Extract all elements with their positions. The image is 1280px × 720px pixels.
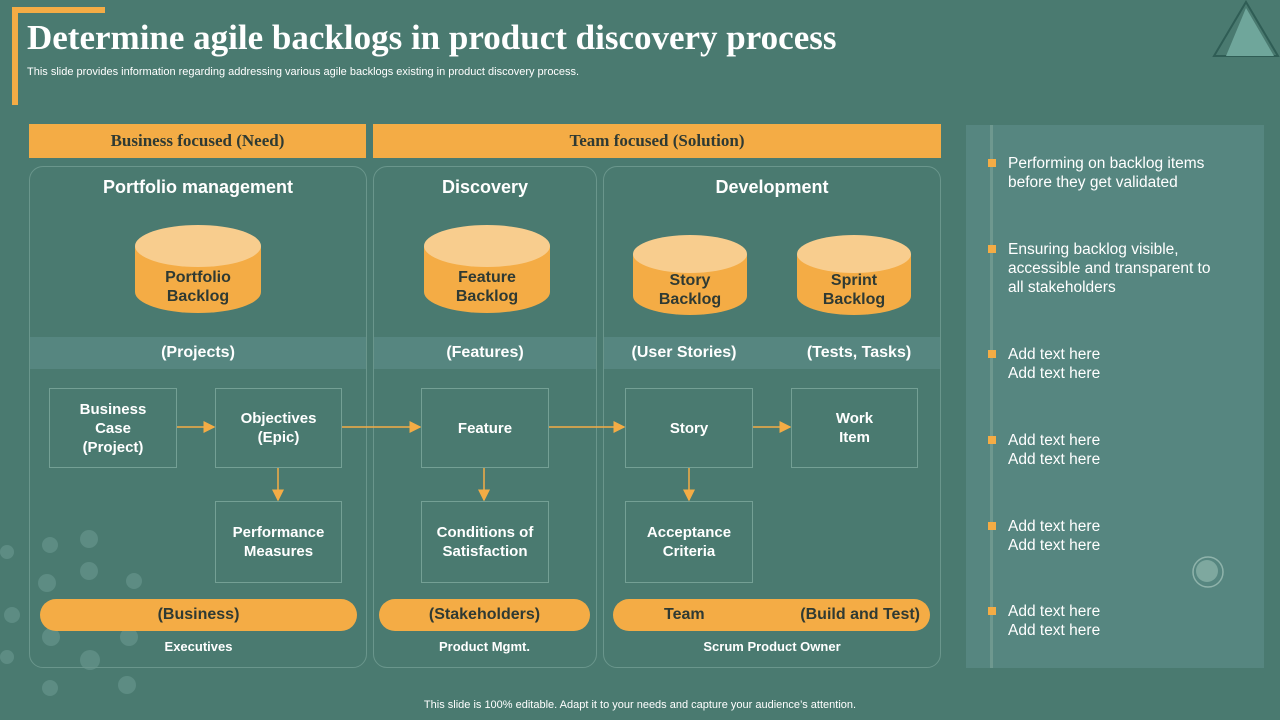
story-backlog-cylinder: Story Backlog bbox=[632, 234, 748, 316]
team-pill-label: Team bbox=[664, 606, 705, 623]
footer-note: This slide is 100% editable. Adapt it to… bbox=[423, 699, 857, 711]
projects-label: (Projects) bbox=[161, 344, 235, 361]
conditions-box: Conditions of Satisfaction bbox=[421, 501, 549, 583]
scrum-product-owner-label: Scrum Product Owner bbox=[703, 639, 841, 654]
cylinder-shape-icon bbox=[797, 235, 911, 315]
business-focused-banner: Business focused (Need) bbox=[29, 124, 366, 158]
side-bullet-text: Add text here Add text here bbox=[1008, 603, 1101, 639]
conditions-label: Conditions of Satisfaction bbox=[436, 524, 534, 560]
bullet-square-icon bbox=[988, 350, 996, 358]
story-box: Story bbox=[625, 388, 753, 468]
cylinder-shape-icon bbox=[633, 235, 747, 315]
business-case-box: Business Case (Project) bbox=[49, 388, 177, 468]
side-bullet-text: Add text here Add text here bbox=[1008, 518, 1101, 554]
feature-box: Feature bbox=[421, 388, 549, 468]
portfolio-backlog-cylinder: Portfolio Backlog bbox=[134, 224, 262, 314]
story-label: Story bbox=[669, 419, 709, 437]
discovery-heading: Discovery bbox=[441, 177, 529, 197]
tests-tasks-label: (Tests, Tasks) bbox=[806, 344, 912, 361]
feature-backlog-cylinder: Feature Backlog bbox=[423, 224, 551, 314]
business-case-label: Business Case (Project) bbox=[79, 400, 147, 456]
corner-accent-vertical bbox=[12, 7, 18, 105]
bullet-square-icon bbox=[988, 245, 996, 253]
product-mgmt-label: Product Mgmt. bbox=[439, 639, 530, 654]
feature-label: Feature bbox=[457, 419, 513, 437]
corner-accent-horizontal bbox=[12, 7, 105, 13]
side-panel-divider bbox=[990, 125, 993, 668]
side-bullet-4: Add text here Add text here bbox=[988, 431, 1228, 469]
development-band bbox=[604, 337, 940, 369]
business-focused-label: Business focused (Need) bbox=[110, 131, 285, 150]
cylinder-shape-icon bbox=[135, 225, 261, 313]
sprint-backlog-cylinder: Sprint Backlog bbox=[796, 234, 912, 316]
work-item-box: Work Item bbox=[791, 388, 918, 468]
feature-backlog-label: Feature Backlog bbox=[455, 269, 519, 305]
side-bullet-1: Performing on backlog items before they … bbox=[988, 154, 1228, 192]
side-bullet-text: Add text here Add text here bbox=[1008, 432, 1101, 468]
discovery-panel bbox=[373, 166, 597, 668]
portfolio-panel bbox=[29, 166, 367, 668]
portfolio-heading: Portfolio management bbox=[102, 177, 294, 197]
side-bullet-5: Add text here Add text here bbox=[988, 517, 1228, 555]
executives-label: Executives bbox=[164, 639, 233, 654]
business-pill-label: (Business) bbox=[157, 606, 240, 623]
features-label: (Features) bbox=[446, 344, 524, 361]
performance-measures-label: Performance Measures bbox=[232, 524, 325, 560]
acceptance-criteria-box: Acceptance Criteria bbox=[625, 501, 753, 583]
business-pill: (Business) bbox=[40, 599, 357, 631]
cylinder-shape-icon bbox=[424, 225, 550, 313]
portfolio-backlog-label: Portfolio Backlog bbox=[165, 269, 231, 305]
team-pill: Team (Build and Test) bbox=[613, 599, 930, 631]
side-bullet-6: Add text here Add text here bbox=[988, 602, 1228, 640]
side-bullet-text: Add text here Add text here bbox=[1008, 346, 1101, 382]
side-bullet-2: Ensuring backlog visible, accessible and… bbox=[988, 240, 1228, 297]
build-test-pill-label: (Build and Test) bbox=[800, 606, 920, 623]
page-subtitle: This slide provides information regardin… bbox=[27, 66, 580, 78]
bullet-square-icon bbox=[988, 159, 996, 167]
projects-band bbox=[30, 337, 366, 369]
stakeholders-pill-label: (Stakeholders) bbox=[428, 606, 541, 623]
bullet-square-icon bbox=[988, 607, 996, 615]
triangle-logo-icon bbox=[1212, 0, 1280, 57]
circle-decoration-icon bbox=[1192, 556, 1224, 588]
objectives-box: Objectives (Epic) bbox=[215, 388, 342, 468]
development-panel bbox=[603, 166, 941, 668]
sprint-backlog-label: Sprint Backlog bbox=[822, 272, 886, 308]
features-band bbox=[374, 337, 596, 369]
team-focused-banner: Team focused (Solution) bbox=[373, 124, 941, 158]
development-heading: Development bbox=[715, 177, 829, 197]
stakeholders-pill: (Stakeholders) bbox=[379, 599, 590, 631]
bullet-square-icon bbox=[988, 522, 996, 530]
side-bullet-3: Add text here Add text here bbox=[988, 345, 1228, 383]
bullet-square-icon bbox=[988, 436, 996, 444]
user-stories-label: (User Stories) bbox=[631, 344, 737, 361]
work-item-label: Work Item bbox=[835, 410, 874, 446]
page-title: Determine agile backlogs in product disc… bbox=[27, 18, 837, 57]
team-focused-label: Team focused (Solution) bbox=[569, 131, 745, 150]
objectives-label: Objectives (Epic) bbox=[240, 410, 317, 446]
side-bullet-text: Performing on backlog items before they … bbox=[1008, 155, 1205, 191]
acceptance-criteria-label: Acceptance Criteria bbox=[646, 524, 732, 560]
performance-measures-box: Performance Measures bbox=[215, 501, 342, 583]
side-bullet-text: Ensuring backlog visible, accessible and… bbox=[1008, 241, 1211, 296]
story-backlog-label: Story Backlog bbox=[658, 272, 722, 308]
